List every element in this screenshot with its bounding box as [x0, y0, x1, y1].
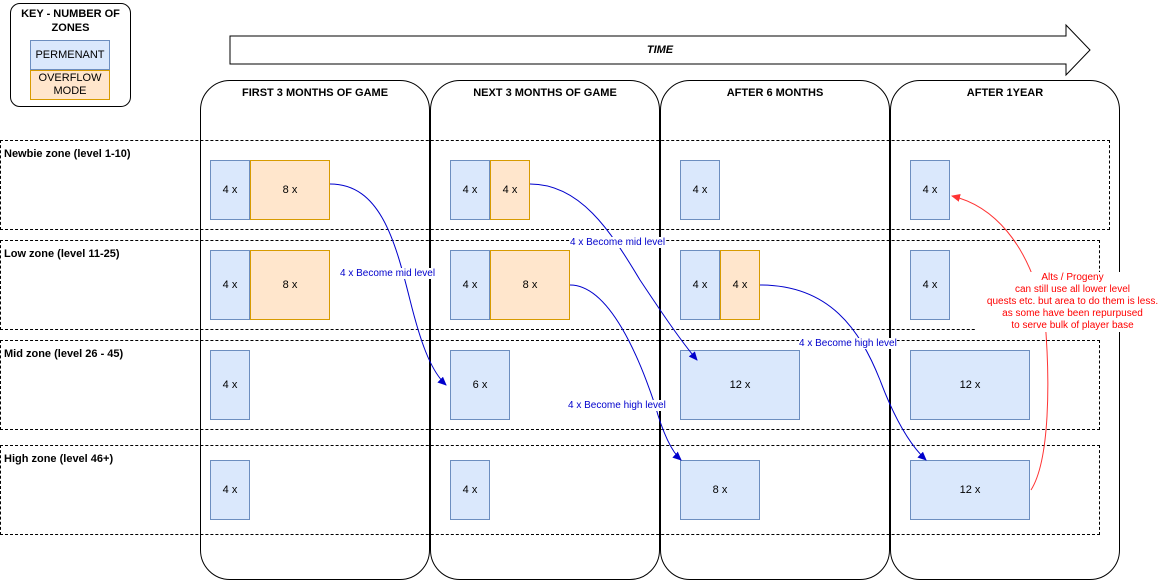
zone-label-newbie: Newbie zone (level 1-10): [4, 148, 131, 160]
arrow-label: 4 x Become high level: [568, 400, 666, 411]
zone-box-permanent: 12 x: [910, 460, 1030, 520]
key-permanent-swatch: PERMENANT: [30, 40, 110, 70]
zone-label-high: High zone (level 46+): [4, 453, 114, 465]
zone-box-permanent: 4 x: [210, 350, 250, 420]
phase-title-3: AFTER 6 MONTHS: [726, 87, 824, 99]
zone-box-overflow: 8 x: [490, 250, 570, 320]
alts-note-line: can still use all lower level: [1014, 284, 1131, 295]
zone-box-permanent: 4 x: [210, 250, 250, 320]
zone-row-high: [0, 445, 1100, 535]
time-label: TIME: [646, 44, 674, 56]
progression-arrow: [759, 284, 927, 461]
phase-title-1: FIRST 3 MONTHS OF GAME: [241, 87, 389, 99]
zone-box-permanent: 4 x: [910, 160, 950, 220]
phase-title-4: AFTER 1YEAR: [966, 87, 1044, 99]
zone-box-permanent: 4 x: [450, 460, 490, 520]
arrow-label: 4 x Become mid level: [570, 237, 666, 248]
alts-arrow: [951, 193, 1049, 491]
zone-box-permanent: 8 x: [680, 460, 760, 520]
zone-box-permanent: 4 x: [680, 250, 720, 320]
zone-box-overflow: 4 x: [720, 250, 760, 320]
zone-box-overflow: 8 x: [250, 160, 330, 220]
key-overflow-swatch: OVERFLOW MODE: [30, 70, 110, 100]
phase-column-3: [660, 80, 890, 580]
zone-label-low: Low zone (level 11-25): [4, 248, 120, 260]
zone-row-newbie: [0, 140, 1110, 230]
alts-note-line: to serve bulk of player base: [1011, 320, 1134, 331]
zone-box-permanent: 12 x: [910, 350, 1030, 420]
zone-box-permanent: 6 x: [450, 350, 510, 420]
progression-arrow: [329, 183, 447, 386]
zone-box-permanent: 4 x: [450, 160, 490, 220]
time-arrow: [229, 23, 1091, 77]
zone-box-permanent: 12 x: [680, 350, 800, 420]
zone-box-overflow: 8 x: [250, 250, 330, 320]
progression-arrow: [569, 284, 682, 461]
zone-label-mid: Mid zone (level 26 - 45): [4, 348, 124, 360]
zone-box-permanent: 4 x: [210, 160, 250, 220]
zone-box-permanent: 4 x: [910, 250, 950, 320]
zone-box-permanent: 4 x: [680, 160, 720, 220]
alts-note-line: as some have been repurpused: [1002, 308, 1143, 319]
phase-title-2: NEXT 3 MONTHS OF GAME: [473, 87, 617, 99]
key-title: KEY - NUMBER OF ZONES: [21, 8, 120, 34]
alts-note: Alts / Progeny can still use all lower l…: [975, 272, 1170, 332]
arrow-label: 4 x Become mid level: [340, 268, 436, 279]
phase-column-1: [200, 80, 430, 580]
alts-note-line: quests etc. but area to do them is less.: [986, 296, 1159, 307]
phase-column-2: [430, 80, 660, 580]
progression-arrow: [529, 183, 698, 361]
zone-row-mid: [0, 340, 1100, 430]
arrow-label: 4 x Become high level: [799, 338, 897, 349]
alts-note-line: Alts / Progeny: [1041, 272, 1104, 283]
zone-box-overflow: 4 x: [490, 160, 530, 220]
zone-box-permanent: 4 x: [210, 460, 250, 520]
zone-box-permanent: 4 x: [450, 250, 490, 320]
